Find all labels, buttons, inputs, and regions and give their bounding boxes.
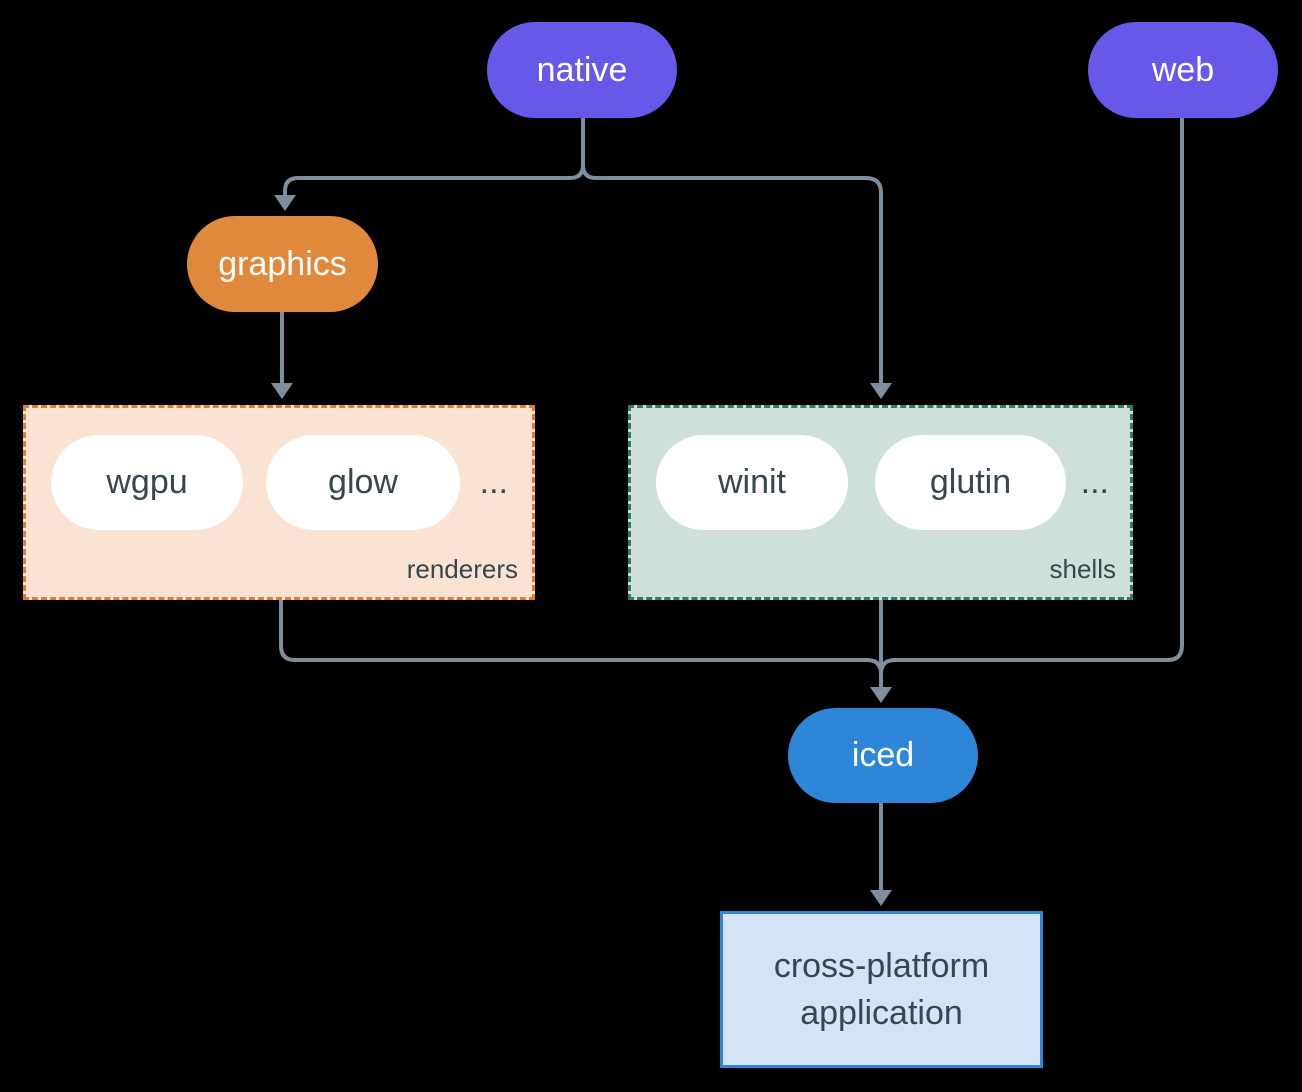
app-label-line2: application	[800, 993, 963, 1032]
node-cross-platform-application: cross-platform application	[720, 911, 1043, 1068]
node-graphics: graphics	[187, 216, 378, 312]
node-winit: winit	[656, 435, 848, 530]
node-winit-label: winit	[717, 463, 787, 501]
shells-ellipsis: ...	[1080, 463, 1109, 501]
arrowhead-into-iced	[870, 687, 892, 703]
node-native-label: native	[536, 50, 628, 89]
connector-native-to-shells	[581, 118, 883, 383]
node-glutin-label: glutin	[929, 463, 1012, 501]
shells-group-label: shells	[1049, 554, 1116, 584]
app-label-line1: cross-platform	[773, 946, 990, 985]
arrowhead-into-graphics	[274, 195, 296, 211]
node-iced: iced	[788, 708, 978, 803]
arrowhead-into-renderers	[271, 383, 293, 399]
renderers-ellipsis: ...	[479, 463, 508, 501]
node-iced-label: iced	[851, 736, 915, 774]
node-graphics-label: graphics	[218, 244, 347, 283]
node-web-label: web	[1151, 50, 1215, 89]
node-glow: glow	[266, 435, 460, 530]
arrowhead-into-application	[870, 890, 892, 906]
renderers-group-label: renderers	[406, 554, 518, 584]
arrowhead-into-shells	[870, 383, 892, 399]
node-glutin: glutin	[875, 435, 1066, 530]
node-glow-label: glow	[328, 463, 398, 501]
node-wgpu: wgpu	[51, 435, 243, 530]
connector-renderers-to-iced	[279, 600, 883, 675]
node-native: native	[487, 22, 677, 118]
group-shells: winit glutin ... shells	[628, 405, 1133, 600]
connector-native-to-graphics	[283, 118, 585, 195]
node-web: web	[1088, 22, 1278, 118]
node-wgpu-label: wgpu	[106, 463, 188, 501]
group-renderers: wgpu glow ... renderers	[23, 405, 535, 600]
